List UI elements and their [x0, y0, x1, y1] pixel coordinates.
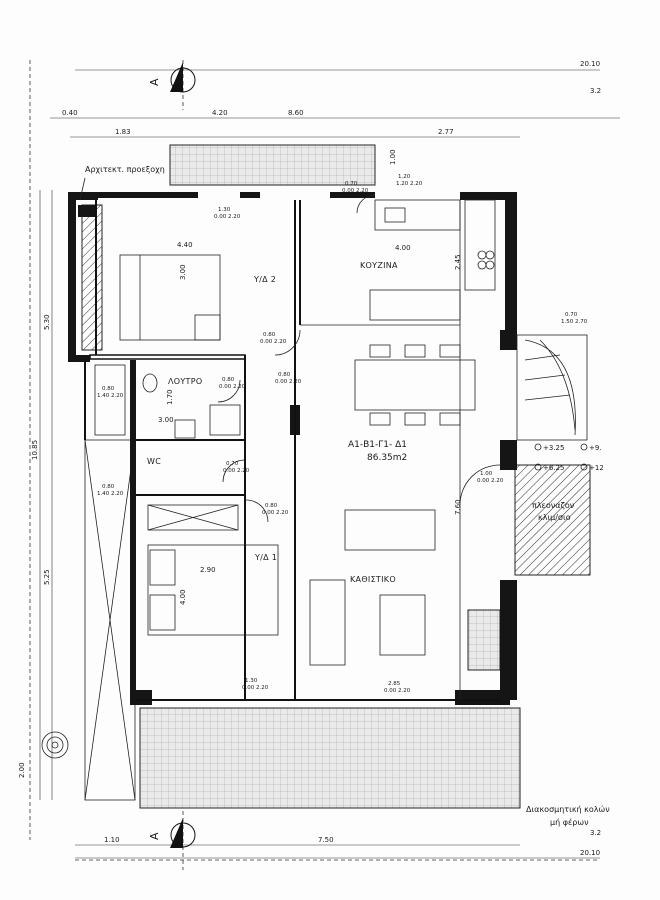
bed-room-2 — [119, 254, 221, 341]
opening-door-bed1: 0.80 — [265, 503, 278, 509]
dim-300b: 3.00 — [158, 416, 174, 424]
opening-w-top-left-h: 0.00 2.20 — [214, 214, 241, 220]
level-mark-1 — [534, 443, 542, 451]
dim-200: 2.00 — [18, 762, 26, 778]
dim-300a: 3.00 — [179, 264, 187, 280]
opening-door-wc-h: 0.00 2.20 — [223, 468, 250, 474]
wardrobe-1 — [147, 504, 239, 531]
note-column-1: Διακοσμητική κολών — [526, 804, 610, 814]
column-block — [467, 609, 501, 671]
door-swings — [217, 194, 501, 523]
dim-760: 7.60 — [454, 499, 462, 515]
living-furniture — [309, 509, 436, 666]
level-mark-3 — [534, 463, 542, 471]
opening-door-bed2-h: 0.00 2.20 — [260, 339, 287, 345]
opening-door-bed2: 0.80 — [263, 332, 276, 338]
dim-top-total: 20.10 — [580, 60, 600, 68]
ac-protrusion — [514, 464, 591, 576]
opening-door-kitchen: 0.70 — [345, 181, 358, 187]
opening-w-top-left: 1.30 — [218, 207, 231, 213]
dim-right-top: 3.2 — [590, 87, 601, 95]
stair — [516, 334, 588, 441]
apartment-area: 86.35m2 — [367, 453, 407, 463]
opening-w-bath-h: 1.40 2.20 — [97, 393, 124, 399]
opening-w-bath: 0.80 — [102, 386, 115, 392]
dim-170: 1.70 — [166, 389, 174, 405]
dim-530: 5.30 — [43, 314, 51, 330]
dim-440: 4.40 — [177, 241, 193, 249]
opening-w-living: 2.85 — [388, 681, 401, 687]
label-kitchen: ΚΟΥΖΙΝΑ — [360, 261, 398, 270]
level-mark-2 — [580, 443, 588, 451]
note-column-2: μή φέρων — [550, 817, 589, 827]
note-projection: Αρχιτεκτ. προεξοχη — [85, 165, 165, 174]
label-bath: ΛΟΥΤΡΟ — [168, 377, 202, 386]
projection-leader — [79, 177, 86, 201]
projection-hatch — [81, 204, 103, 351]
bed-room-1 — [147, 544, 279, 636]
kitchen-counter — [369, 199, 496, 321]
opening-w-living-h: 0.00 2.20 — [384, 688, 411, 694]
dim-750: 7.50 — [318, 836, 334, 844]
walls — [68, 192, 517, 705]
opening-w-wc: 0.80 — [102, 484, 115, 490]
terrace-bottom — [139, 707, 521, 809]
opening-door-kitchen-h: 0.00 2.20 — [342, 188, 369, 194]
dim-040: 0.40 — [62, 109, 78, 117]
apartment-code: Α1-Β1-Γ1- Δ1 — [348, 440, 407, 450]
label-wc: WC — [147, 457, 161, 466]
note-protrusion-1: πλεοναζον — [532, 501, 575, 510]
opening-w-stair-h: 1.50 2.70 — [561, 319, 588, 325]
opening-door-bath: 0.80 — [222, 377, 235, 383]
opening-door-bed1-h: 0.00 2.20 — [262, 510, 289, 516]
section-label-top: A — [148, 78, 161, 86]
inner-walls — [84, 200, 500, 701]
dim-bottom-total: 20.10 — [580, 849, 600, 857]
dining-table — [354, 344, 476, 426]
label-living: ΚΑΘΙΣΤΙΚΟ — [350, 575, 396, 584]
tree-symbol — [41, 731, 69, 759]
dim-110: 1.10 — [104, 836, 120, 844]
opening-w-wc-h: 1.40 2.20 — [97, 491, 124, 497]
dimension-lines — [29, 60, 620, 861]
level-4: +12 — [589, 464, 604, 472]
opening-door-stair: 1.00 — [480, 471, 493, 477]
balcony-top — [169, 144, 376, 186]
dim-245: 2.45 — [454, 254, 462, 270]
section-label-bottom: A — [148, 832, 161, 840]
opening-w-bed1: 1.30 — [245, 678, 258, 684]
dim-420: 4.20 — [212, 109, 228, 117]
level-mark-4 — [580, 463, 588, 471]
dim-right-bottom: 3.2 — [590, 829, 601, 837]
dim-100: 1.00 — [389, 149, 397, 165]
opening-w-bed1-h: 0.00 2.20 — [242, 685, 269, 691]
dim-400b: 4.00 — [179, 589, 187, 605]
dim-183: 1.83 — [115, 128, 131, 136]
dim-860: 8.60 — [288, 109, 304, 117]
opening-w-top-right: 1.20 — [398, 174, 411, 180]
section-marker-top — [170, 60, 196, 110]
dim-277: 2.77 — [438, 128, 454, 136]
dim-400a: 4.00 — [395, 244, 411, 252]
dim-290: 2.90 — [200, 566, 216, 574]
dim-525: 5.25 — [43, 569, 51, 585]
label-bedroom-2: Υ/Δ 2 — [253, 275, 276, 284]
label-bedroom-1: Υ/Δ 1 — [254, 553, 277, 562]
bathroom-fixtures — [94, 364, 241, 439]
level-2: +9. — [589, 444, 602, 452]
opening-door-hall: 0.80 — [278, 372, 291, 378]
opening-door-wc: 0.70 — [226, 461, 239, 467]
section-marker-bottom — [170, 790, 196, 870]
level-3: +6.25 — [543, 464, 564, 472]
opening-door-stair-h: 0.00 2.20 — [477, 478, 504, 484]
dim-1085: 10.85 — [31, 440, 39, 460]
note-protrusion-2: κλιμ/σιο — [538, 513, 571, 522]
opening-w-top-right-h: 1.20 2.20 — [396, 181, 423, 187]
opening-door-hall-h: 0.00 2.20 — [275, 379, 302, 385]
level-1: +3.25 — [543, 444, 564, 452]
opening-door-bath-h: 0.00 2.20 — [219, 384, 246, 390]
opening-w-stair: 0.70 — [565, 312, 578, 318]
